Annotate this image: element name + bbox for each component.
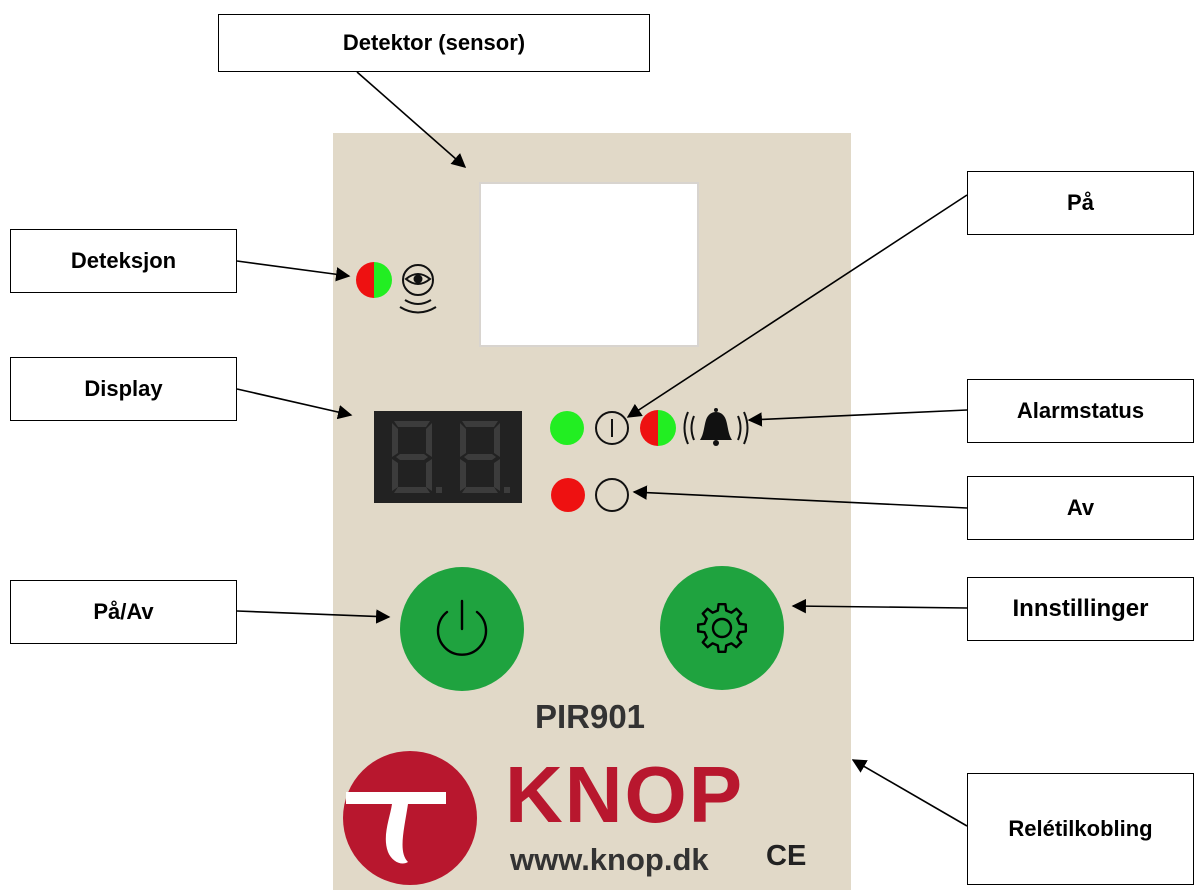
detection-led — [356, 262, 392, 298]
callout-innstillinger-label: Innstillinger — [1012, 595, 1149, 622]
brand-name: KNOP — [505, 750, 745, 839]
alarm-bell-icon — [683, 408, 749, 446]
pointer-arrows — [236, 71, 968, 827]
callout-pa: På — [967, 171, 1194, 235]
callout-display-label: Display — [84, 376, 163, 401]
callout-av-label: Av — [1066, 495, 1095, 520]
display-digits — [392, 421, 510, 493]
gear-icon — [697, 603, 747, 653]
callout-alarmstatus: Alarmstatus — [967, 379, 1194, 443]
callout-reletilkobling: Relétilkobling — [967, 773, 1194, 885]
ce-mark: CE — [766, 840, 807, 872]
callout-deteksjon: Deteksjon — [10, 229, 237, 293]
callout-av: Av — [967, 476, 1194, 540]
power-icon — [436, 599, 488, 656]
callout-pa-av: På/Av — [10, 580, 237, 644]
callout-reletilkobling-label: Relétilkobling — [1008, 816, 1153, 841]
alarm-led — [639, 410, 676, 446]
power-on-icon — [595, 411, 629, 445]
callout-display: Display — [10, 357, 237, 421]
callout-deteksjon-label: Deteksjon — [70, 248, 177, 273]
callout-detektor: Detektor (sensor) — [218, 14, 650, 72]
on-led — [550, 411, 584, 445]
website-link: www.knop.dk — [510, 842, 709, 877]
off-led — [551, 478, 585, 512]
pir-sensor-window — [479, 182, 699, 347]
callout-innstillinger: Innstillinger — [967, 577, 1194, 641]
eye-radar-icon — [399, 264, 437, 314]
power-button[interactable] — [400, 567, 524, 691]
callout-alarmstatus-label: Alarmstatus — [1016, 398, 1145, 423]
model-name: PIR901 — [534, 698, 646, 735]
callout-detektor-label: Detektor (sensor) — [342, 30, 526, 55]
seven-segment-display — [374, 411, 522, 503]
callout-pa-av-label: På/Av — [93, 599, 154, 624]
callout-pa-label: På — [1067, 190, 1094, 215]
settings-button[interactable] — [660, 566, 784, 690]
power-off-icon — [595, 478, 629, 512]
